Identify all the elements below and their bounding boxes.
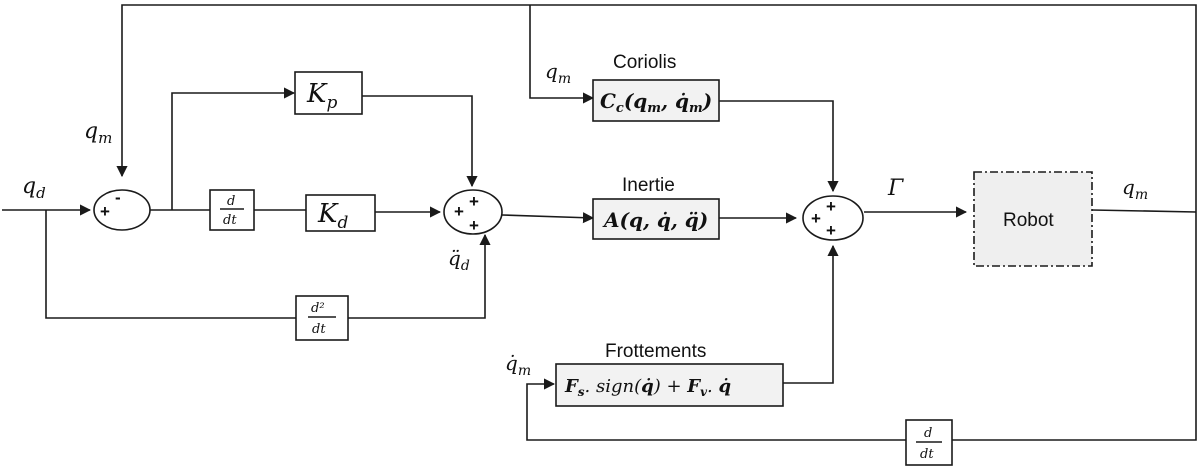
signal-qm-coriolis: qm: [545, 59, 571, 87]
wire-sum2-to-inertie: [501, 212, 595, 224]
wire-coriolis-to-sum3: [719, 100, 839, 193]
deriv2-num: d²: [311, 301, 325, 316]
signal-qm-feedback: qm: [84, 119, 112, 147]
robot-block: Robot: [973, 171, 1093, 267]
derivative-block-1: d dt: [209, 189, 255, 231]
sum-junction-2: + + +: [443, 189, 503, 235]
wire-deriv2-to-sum2: [348, 233, 491, 319]
wire-qm-to-coriolis: [529, 5, 595, 104]
wire-frott-to-sum3: [783, 244, 839, 384]
signal-gamma: Γ: [887, 176, 904, 201]
wire-sum1-to-kp: [171, 87, 296, 210]
sum-junction-3: + + +: [802, 195, 864, 241]
kd-block: Kd: [305, 194, 376, 233]
wire-robot-output: [1091, 209, 1197, 213]
inertie-expr: A(q, q̇, q̈): [602, 208, 708, 232]
inertie-block: A(q, q̇, q̈): [592, 198, 720, 240]
frottements-block: Fs. sign(q̇) + Fv. q̇: [555, 363, 784, 407]
robot-label: Robot: [1003, 210, 1054, 231]
sum2-sign-left: +: [454, 202, 464, 221]
sum3-sign-left: +: [811, 209, 821, 228]
coriolis-block: Cc(qm, q̇m): [592, 79, 720, 122]
signal-qm-output: qm: [1122, 175, 1148, 203]
deriv3-num: d: [924, 426, 932, 441]
kp-block: Kp: [294, 71, 363, 115]
sum1-sign-plus: +: [100, 202, 110, 221]
deriv3-den: dt: [920, 447, 934, 462]
signal-qm-dot: q̇m: [505, 351, 531, 379]
sum3-sign-bottom: +: [826, 221, 836, 240]
sum2-sign-top: +: [469, 192, 479, 211]
deriv1-den: dt: [223, 213, 237, 228]
frottements-title: Frottements: [605, 341, 706, 362]
coriolis-title: Coriolis: [613, 52, 676, 73]
kd-label: Kd: [317, 199, 348, 233]
wire-qm-feedback-top: [116, 4, 1197, 212]
wire-output-to-deriv3: [952, 212, 1197, 441]
sum2-sign-bottom: +: [469, 216, 479, 235]
frottements-expr: Fs. sign(q̇) + Fv. q̇: [564, 376, 731, 399]
deriv1-num: d: [227, 194, 235, 209]
derivative-block-3: d dt: [905, 419, 953, 466]
wire-deriv3-to-frott: [526, 378, 906, 441]
wire-kp-to-sum2: [362, 95, 478, 188]
sum1-sign-minus: -: [115, 188, 121, 207]
deriv2-den: dt: [312, 322, 326, 337]
signal-qd: qd: [22, 174, 46, 202]
wire-qd-to-deriv2: [45, 210, 296, 319]
signal-qdd-d: q̈d: [448, 246, 470, 274]
inertie-title: Inertie: [622, 175, 675, 196]
derivative-block-2: d² dt: [295, 295, 349, 341]
sum3-sign-top: +: [826, 197, 836, 216]
sum-junction-1: + -: [93, 188, 151, 231]
